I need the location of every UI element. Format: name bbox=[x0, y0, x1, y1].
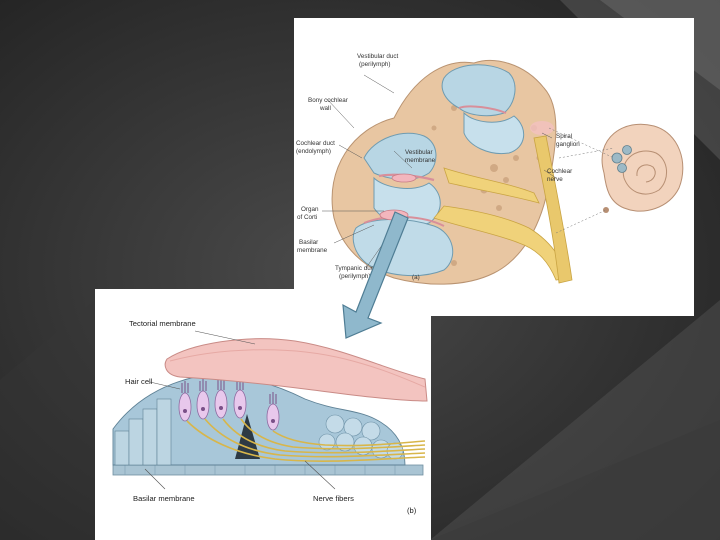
down-arrow-icon bbox=[0, 0, 720, 540]
